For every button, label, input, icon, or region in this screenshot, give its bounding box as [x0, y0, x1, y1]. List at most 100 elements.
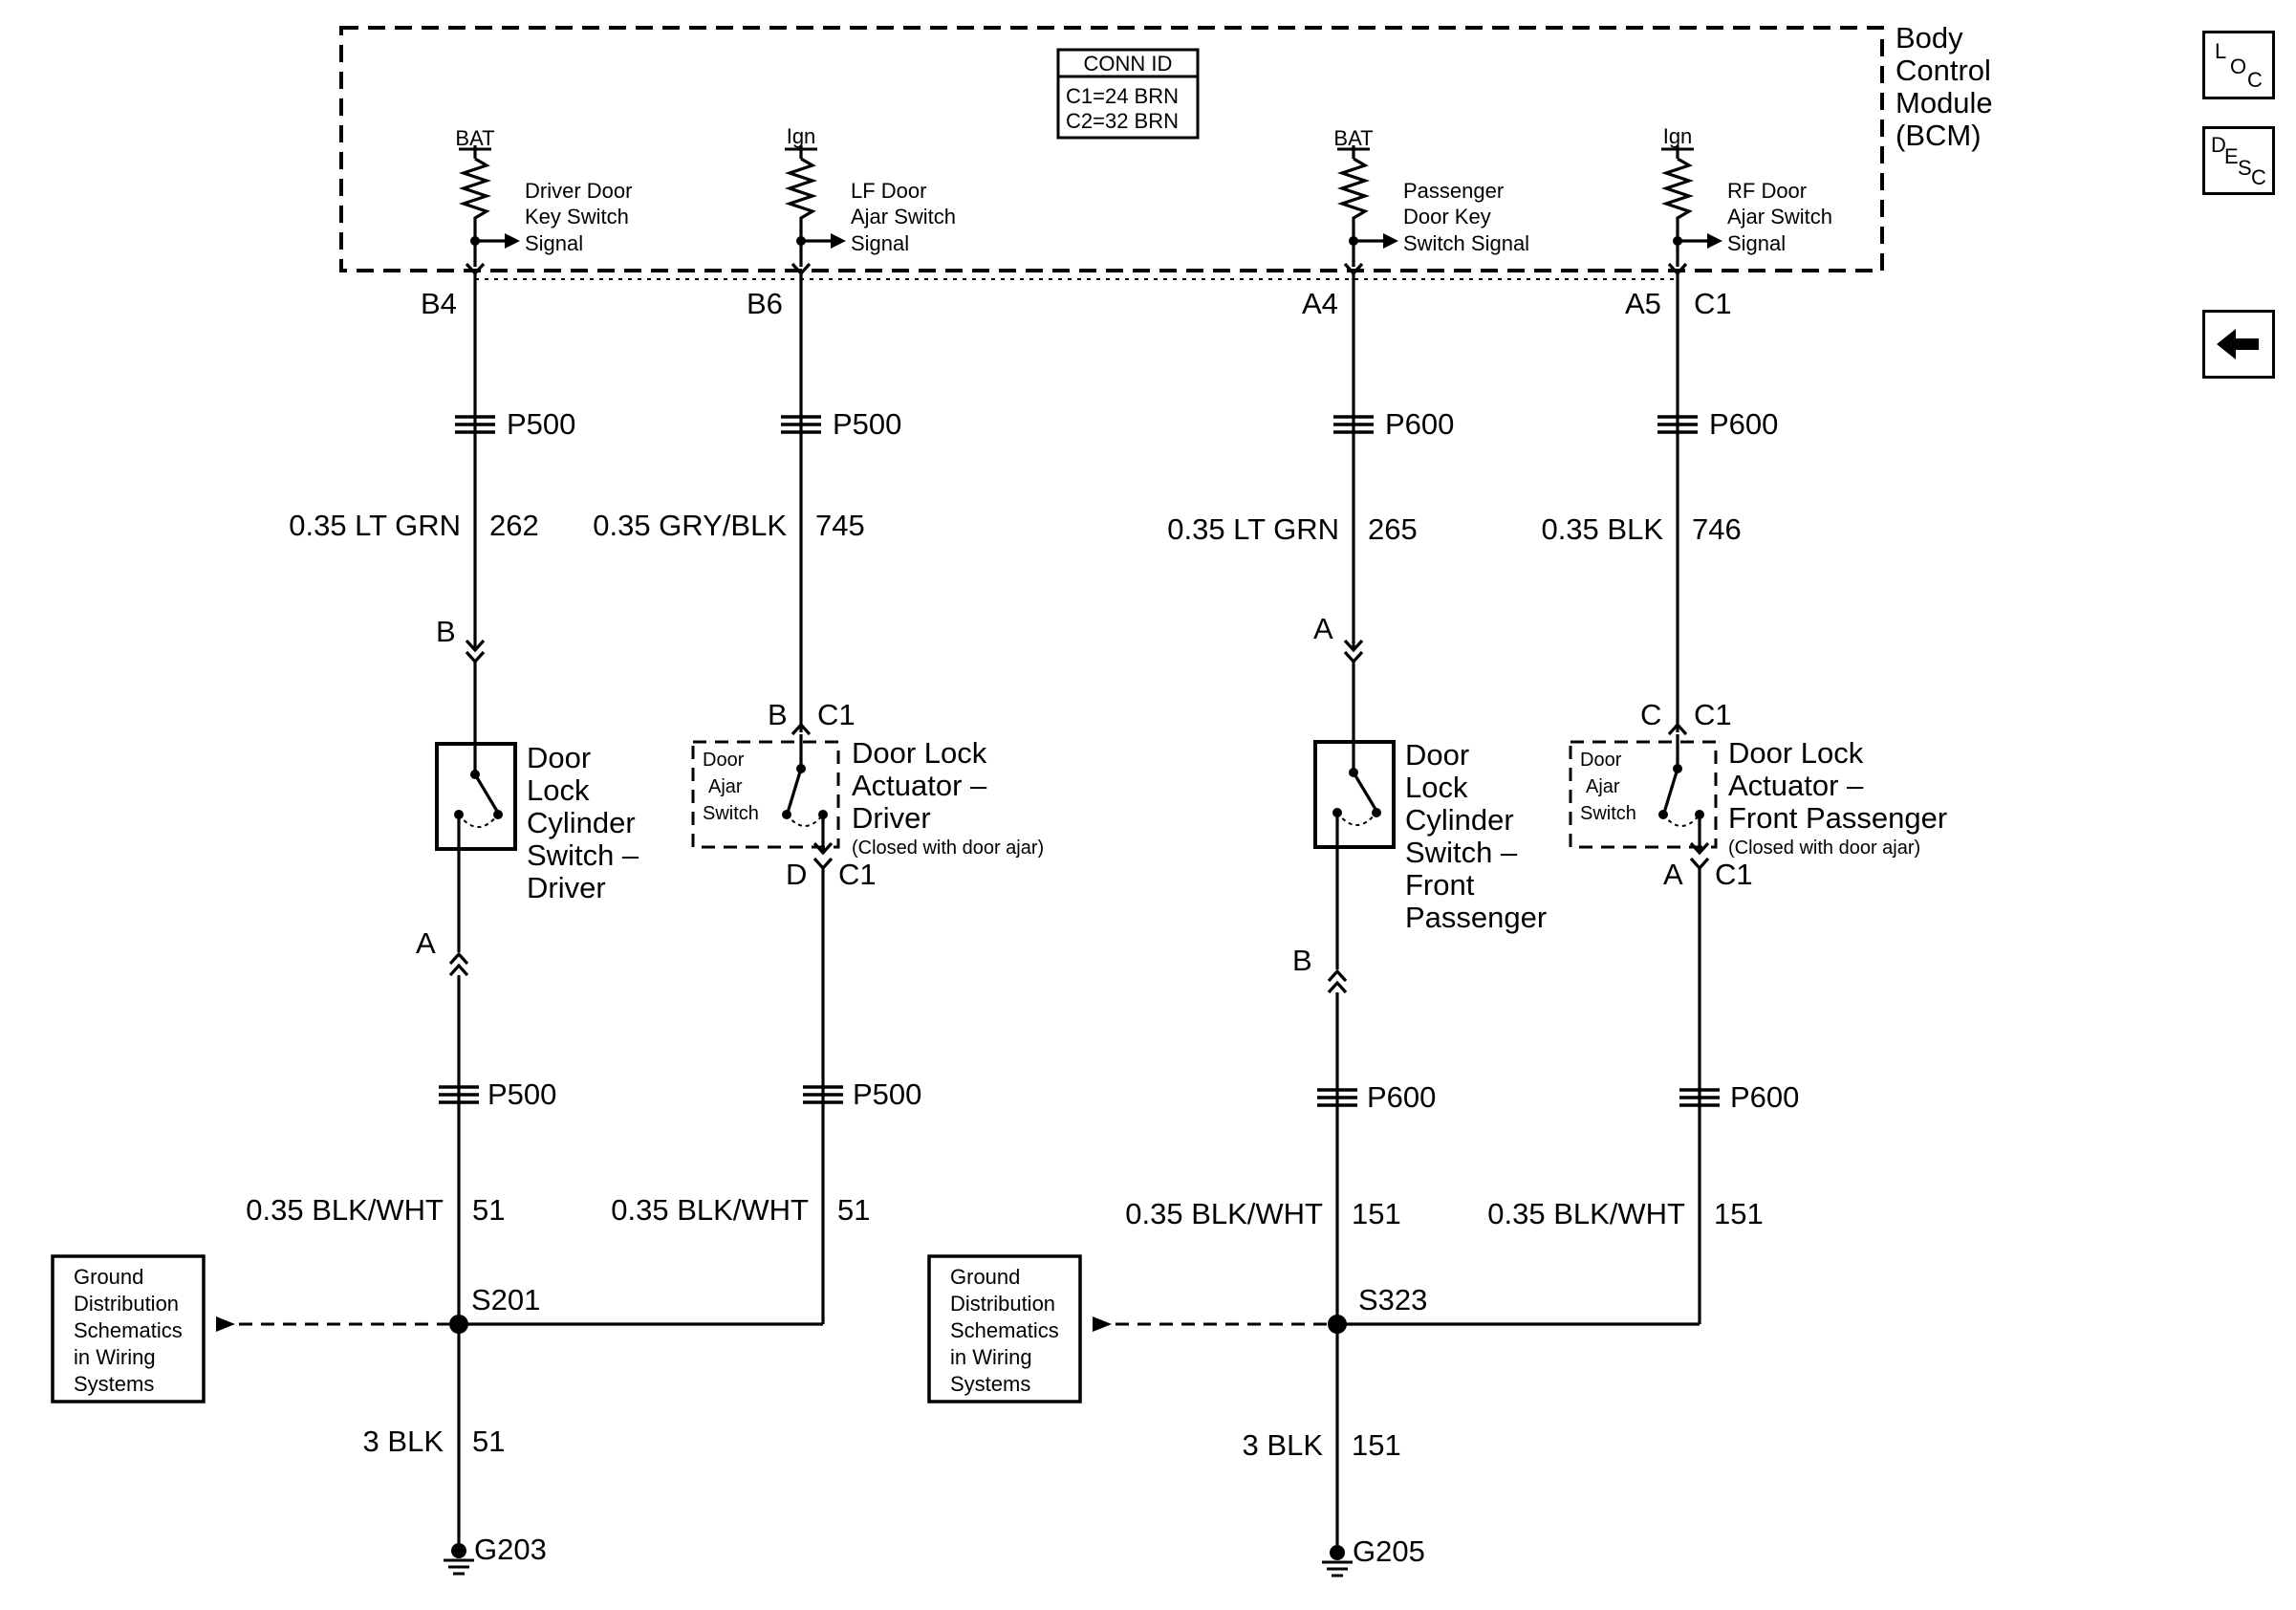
wire-circuit: 151: [1352, 1197, 1401, 1230]
wire-circuit: 746: [1692, 512, 1742, 546]
conn-id-c1: C1=24 BRN: [1066, 84, 1179, 108]
ground-ref-line-2: Distribution: [74, 1292, 179, 1316]
ground-ref-line-4: in Wiring: [74, 1345, 156, 1369]
component-name-line-4: Switch –: [1405, 836, 1518, 869]
component-note: (Closed with door ajar): [1728, 838, 1920, 859]
connector-label: P500: [507, 407, 575, 441]
ground-ref-right: Ground Distribution Schematics in Wiring…: [927, 1254, 1328, 1403]
module-name-line-3: Module: [1895, 86, 1993, 120]
connector-label: P500: [853, 1077, 921, 1111]
switch-label-line-1: Door: [703, 750, 745, 771]
conn-id-box: CONN ID C1=24 BRN C2=32 BRN: [1056, 48, 1200, 140]
bcm-input-driver-key: BAT Driver Door Key Switch Signal B4: [421, 126, 632, 320]
component-name-line-1: Door: [1405, 738, 1469, 772]
desc-letter-d: D: [2211, 133, 2226, 157]
switch-label-line-2: Ajar: [1586, 776, 1620, 797]
ground-ref-line-2: Distribution: [950, 1292, 1055, 1316]
desc-letter-s: S: [2238, 156, 2252, 180]
ground-ref-line-4: in Wiring: [950, 1345, 1032, 1369]
driver-lock-actuator: B C1 Door Ajar Switch Door Lock Actuator…: [691, 698, 1044, 891]
inline-connector-2: P500: [781, 407, 901, 441]
wire-circuit: 151: [1714, 1197, 1764, 1230]
component-name-line-2: Actuator –: [852, 769, 987, 802]
wire-gauge-color: 3 BLK: [1243, 1428, 1324, 1462]
input-signal-line-3: Signal: [1727, 231, 1786, 255]
inline-connector-8: P600: [1679, 1080, 1799, 1114]
input-signal-line-1: Passenger: [1403, 179, 1504, 203]
wire-gauge-color: 0.35 BLK/WHT: [1125, 1197, 1323, 1230]
bcm-pin-label: A4: [1302, 287, 1338, 320]
desc-letter-c: C: [2251, 165, 2266, 189]
input-source-label: Ign: [787, 124, 816, 148]
component-name-line-3: Driver: [852, 801, 931, 835]
wire-gauge-color: 0.35 BLK/WHT: [1487, 1197, 1685, 1230]
component-name-line-5: Driver: [527, 871, 606, 904]
input-source-label: Ign: [1663, 124, 1693, 148]
input-signal-line-2: Ajar Switch: [851, 205, 956, 228]
module-name-line-1: Body: [1895, 21, 1963, 54]
pin-label-bottom: A: [1663, 858, 1683, 891]
ground-ref-line-1: Ground: [950, 1265, 1020, 1289]
bcm-pin-conn-label: C1: [1694, 287, 1732, 320]
wire-gauge-color: 0.35 BLK/WHT: [611, 1193, 809, 1227]
inline-connector-1: P500: [455, 407, 575, 441]
desc-letter-e: E: [2224, 144, 2239, 168]
ground-ref-line-1: Ground: [74, 1265, 143, 1289]
pin-label-bottom: D: [786, 858, 807, 891]
passenger-lock-cylinder-switch: A Door Lock Cylinder Switch – Front Pass…: [1292, 612, 1547, 994]
pin-label-top: A: [1313, 612, 1333, 645]
component-name-line-3: Cylinder: [527, 806, 636, 839]
inline-connector-4: P600: [1657, 407, 1778, 441]
inline-connector-7: P600: [1317, 1080, 1436, 1114]
description-button[interactable]: D E S C: [2202, 126, 2275, 195]
inline-connector-3: P600: [1333, 407, 1454, 441]
ground-ref-line-5: Systems: [74, 1372, 154, 1396]
loc-letter-o: O: [2230, 54, 2247, 78]
wire-circuit: 51: [837, 1193, 870, 1227]
inline-connector-6: P500: [803, 1077, 921, 1111]
lower-inline-connectors: P500 P500 P600 P600: [439, 1077, 1799, 1114]
wire-gauge-color: 0.35 BLK: [1541, 512, 1663, 546]
component-name-line-2: Lock: [1405, 771, 1468, 804]
component-name-line-5: Front: [1405, 868, 1475, 902]
upper-wire-labels: 0.35 LT GRN 262 0.35 GRY/BLK 745 0.35 LT…: [289, 509, 1742, 546]
ground-g203: G203: [444, 1533, 547, 1576]
component-name-line-3: Cylinder: [1405, 803, 1514, 837]
pin-label-top-conn: C1: [1694, 698, 1732, 731]
ground-ref-line-5: Systems: [950, 1372, 1030, 1396]
bcm-input-pass-key: BAT Passenger Door Key Switch Signal A4: [1302, 126, 1529, 320]
component-name-line-4: Switch –: [527, 838, 639, 872]
pin-label-bottom-conn: C1: [1715, 858, 1753, 891]
conn-id-c2: C2=32 BRN: [1066, 109, 1179, 133]
ground-label: G203: [474, 1533, 547, 1566]
passenger-lock-actuator: C C1 Door Ajar Switch Door Lock Actuator…: [1569, 698, 1947, 891]
input-signal-line-1: Driver Door: [525, 179, 632, 203]
component-note: (Closed with door ajar): [852, 838, 1044, 859]
connector-label: P600: [1730, 1080, 1799, 1114]
wire-circuit: 51: [472, 1193, 505, 1227]
pin-label-bottom: B: [1292, 944, 1312, 977]
bcm-module: Body Control Module (BCM) CONN ID C1=24 …: [339, 21, 1993, 280]
input-signal-line-3: Switch Signal: [1403, 231, 1529, 255]
upper-wires: [473, 287, 1679, 706]
splice-label: S323: [1358, 1283, 1427, 1316]
ground-label: G205: [1353, 1534, 1425, 1568]
pin-label-top: B: [768, 698, 788, 731]
switch-label-line-3: Switch: [1580, 803, 1636, 824]
input-signal-line-2: Key Switch: [525, 205, 629, 228]
component-name-line-3: Front Passenger: [1728, 801, 1947, 835]
splice-label: S201: [471, 1283, 540, 1316]
input-signal-line-2: Ajar Switch: [1727, 205, 1832, 228]
wire-gauge-color: 0.35 LT GRN: [289, 509, 461, 542]
input-signal-line-3: Signal: [851, 231, 909, 255]
pin-label-top: C: [1640, 698, 1661, 731]
connector-label: P500: [833, 407, 901, 441]
loc-letter-l: L: [2215, 39, 2227, 63]
left-arrow-icon: [2217, 329, 2259, 359]
upper-inline-connectors: P500 P500 P600 P600: [455, 407, 1778, 441]
back-button[interactable]: [2202, 310, 2275, 379]
input-source-label: BAT: [455, 126, 494, 150]
connector-label: P600: [1709, 407, 1778, 441]
driver-lock-cylinder-switch: B Door Lock Cylinder Switch – Driver A: [416, 615, 639, 977]
location-button[interactable]: L O C: [2202, 31, 2275, 99]
